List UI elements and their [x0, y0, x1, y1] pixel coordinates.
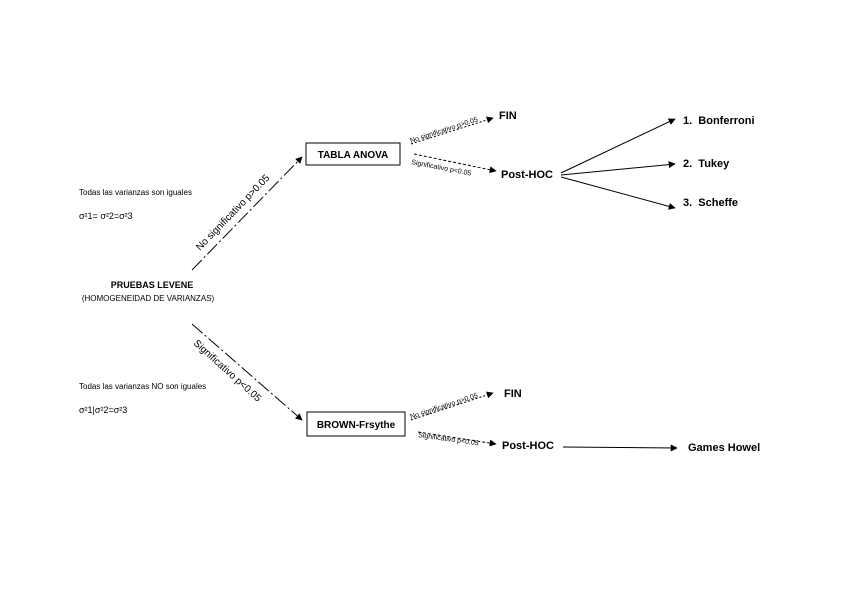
test-tukey: 2. Tukey: [683, 158, 730, 170]
upper-fin-label: No significativo p>0.05: [409, 116, 478, 145]
unequal-variances-note: Todas las varianzas NO son iguales: [79, 382, 206, 391]
lower-branch-arrow: [191, 323, 303, 421]
lower-branch-label: Significativo p<0.05: [191, 338, 263, 405]
test-bonferroni: 1. Bonferroni: [683, 115, 755, 127]
anova-table-label: TABLA ANOVA: [318, 150, 389, 161]
upper-branch-label: No significativo p>0.05: [194, 173, 272, 254]
upper-branch-arrow: [191, 156, 303, 271]
upper-posthoc-arrow: [413, 153, 497, 174]
upper-fin: FIN: [499, 110, 517, 122]
upper-posthoc-label: Significativo p<0.05: [411, 159, 472, 178]
equal-variances-formula: σ²1= σ²2=σ²3: [79, 211, 133, 221]
equal-variances-note: Todas las varianzas son iguales: [79, 188, 192, 197]
root-title: PRUEBAS LEVENE: [111, 280, 194, 290]
root-subtitle: (HOMOGENEIDAD DE VARIANZAS): [82, 294, 215, 303]
scheffe-arrow: [560, 176, 676, 210]
brown-forsythe-label: BROWN-Frsythe: [317, 420, 396, 431]
lower-posthoc-label: Significativo p<0.05: [418, 432, 479, 447]
lower-posthoc-arrow: [417, 431, 497, 447]
unequal-variances-formula: σ²1|σ²2=σ²3: [79, 405, 127, 415]
anova-table-box: [305, 142, 401, 166]
games-howell-arrow: [562, 444, 678, 452]
test-scheffe: 3. Scheffe: [683, 197, 738, 209]
test-games-howell: Games Howel: [688, 442, 760, 454]
lower-fin: FIN: [504, 388, 522, 400]
upper-posthoc: Post-HOC: [501, 169, 553, 181]
lower-posthoc: Post-HOC: [502, 440, 554, 452]
tukey-arrow: [560, 161, 676, 176]
brown-forsythe-box: [306, 411, 406, 437]
lower-fin-label: No significativo p>0.05: [409, 392, 478, 421]
bonferroni-arrow: [560, 118, 676, 174]
